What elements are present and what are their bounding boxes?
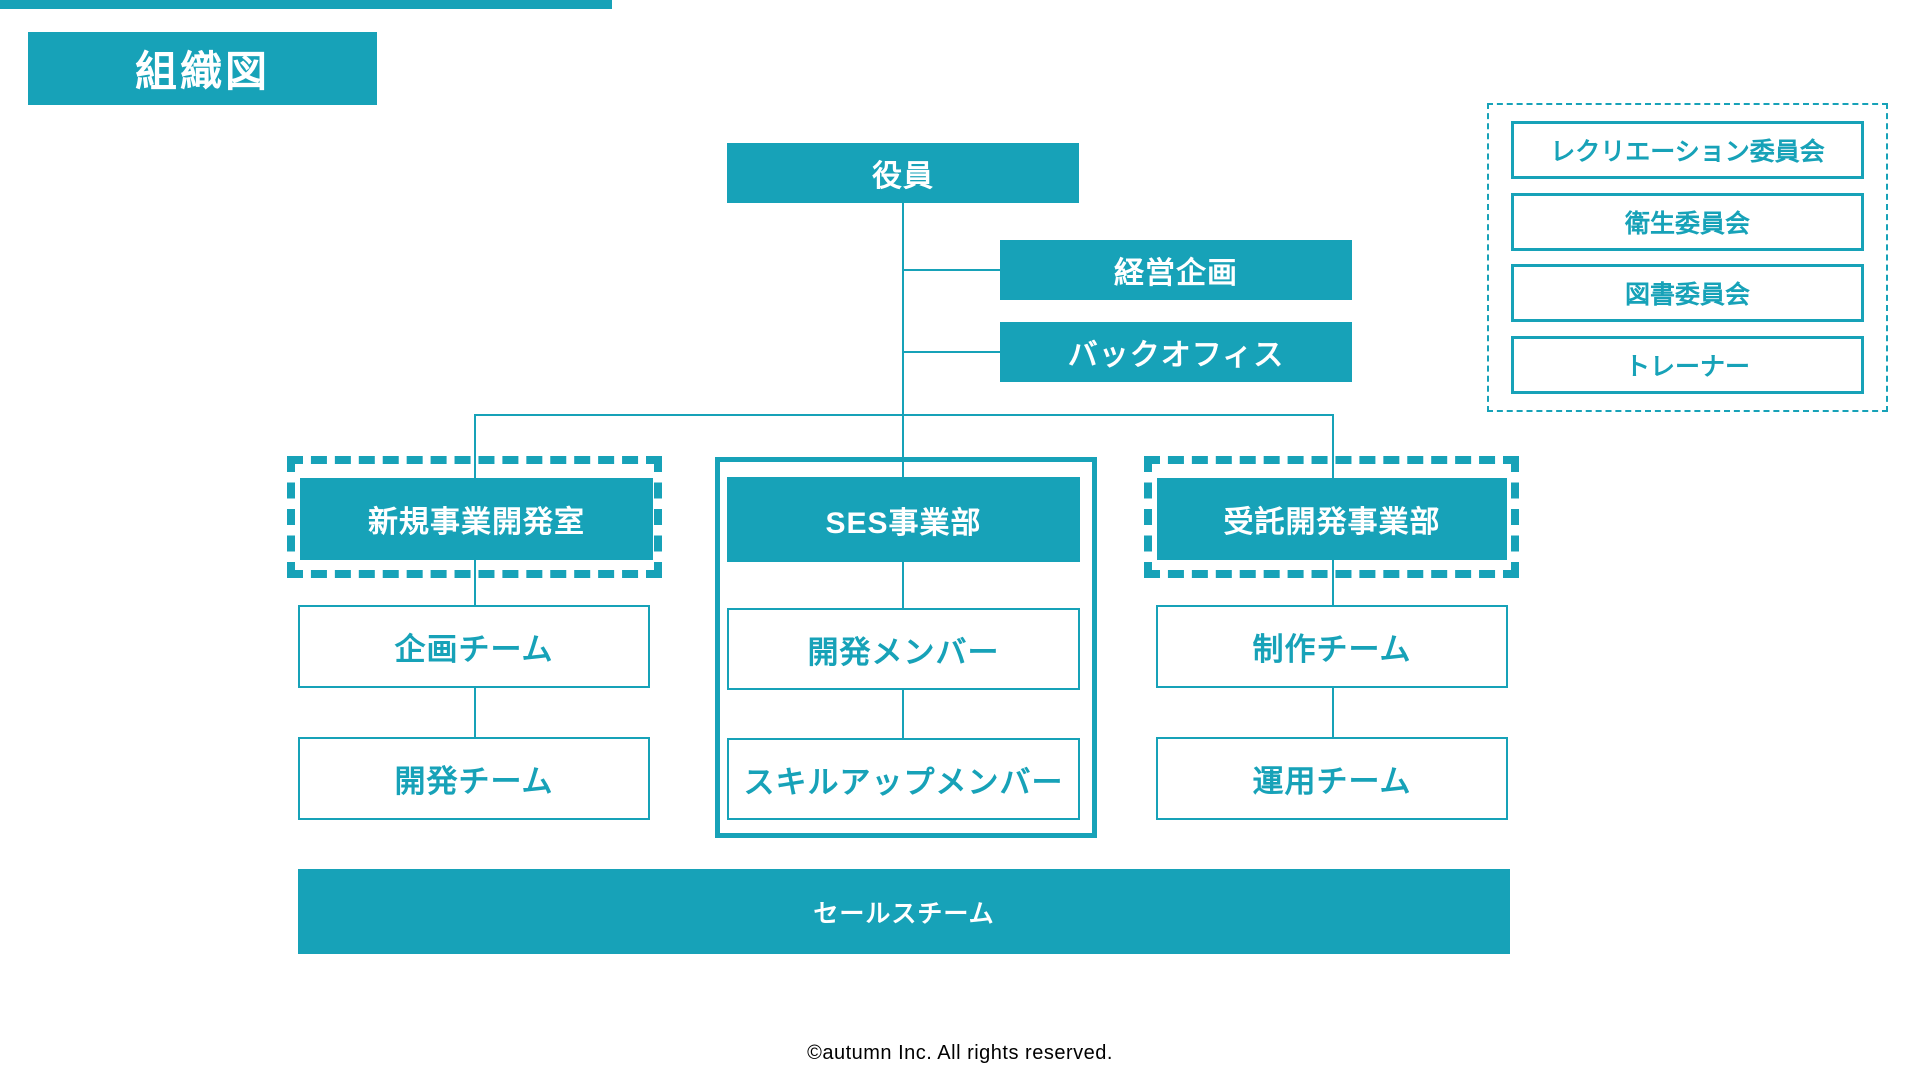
node-executives: 役員 <box>727 143 1079 203</box>
node-trainer: トレーナー <box>1511 335 1864 394</box>
node-planning-team: 企画チーム <box>298 605 650 688</box>
connector-line <box>902 203 904 477</box>
connector-line <box>1332 688 1334 737</box>
node-health-committee: 衛生委員会 <box>1511 192 1864 251</box>
dashed-frame-contract-dev <box>1144 456 1519 578</box>
node-recreation-committee: レクリエーション委員会 <box>1511 121 1864 179</box>
node-new-business-dev-office: 新規事業開発室 <box>300 478 653 560</box>
node-operation-team: 運用チーム <box>1156 737 1508 820</box>
node-development-members: 開発メンバー <box>727 608 1080 690</box>
committees-panel: レクリエーション委員会 衛生委員会 図書委員会 トレーナー <box>1487 103 1888 412</box>
solid-frame-ses-division <box>715 457 1097 838</box>
dashed-frame-new-business <box>287 456 662 578</box>
connector-line <box>474 688 476 737</box>
node-development-team: 開発チーム <box>298 737 650 820</box>
connector-line <box>902 562 904 608</box>
top-accent-strip <box>0 0 612 9</box>
connector-line <box>902 690 904 738</box>
node-back-office: バックオフィス <box>1000 322 1352 382</box>
connector-line <box>902 351 1000 353</box>
connector-line <box>474 414 476 478</box>
connector-line <box>474 560 476 605</box>
page-title: 組織図 <box>28 32 377 105</box>
node-skillup-members: スキルアップメンバー <box>727 738 1080 820</box>
node-corporate-planning: 経営企画 <box>1000 240 1352 300</box>
node-production-team: 制作チーム <box>1156 605 1508 688</box>
connector-line <box>1332 560 1334 605</box>
connector-line <box>1332 414 1334 478</box>
copyright-text: ©autumn Inc. All rights reserved. <box>807 1042 1113 1064</box>
connector-line <box>474 414 1334 416</box>
node-library-committee: 図書委員会 <box>1511 264 1864 323</box>
node-contract-dev-division: 受託開発事業部 <box>1157 478 1507 560</box>
node-sales-team: セールスチーム <box>298 869 1510 954</box>
connector-line <box>902 269 1000 271</box>
node-ses-division: SES事業部 <box>727 477 1080 562</box>
